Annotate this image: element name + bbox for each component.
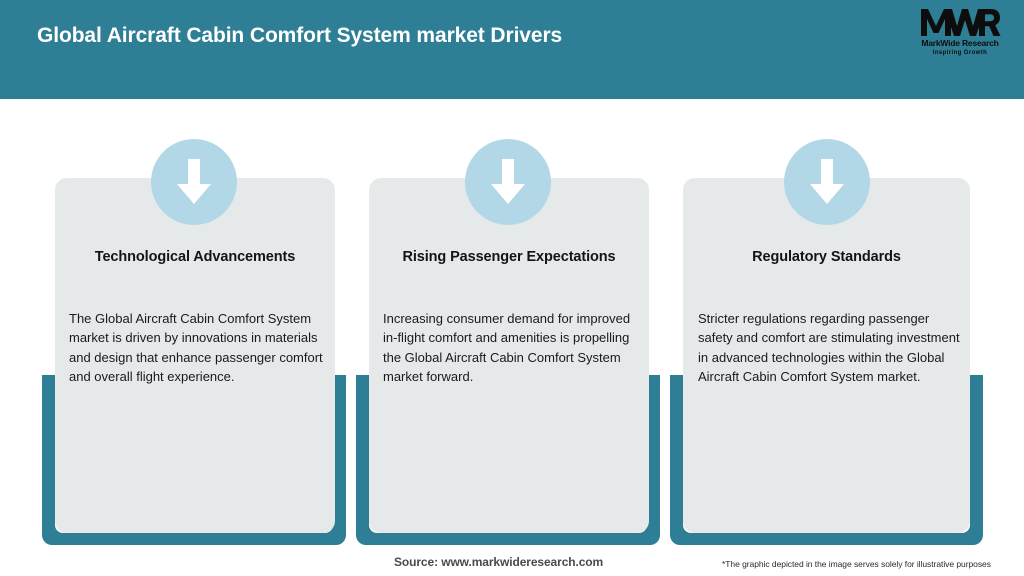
mwr-logo-icon [921,9,1001,36]
down-arrow-icon [151,139,237,225]
disclaimer-note: *The graphic depicted in the image serve… [722,559,991,569]
card-surface: Regulatory Standards Stricter regulation… [683,178,970,533]
brand-logo: MarkWide Research Inspiring Growth [910,6,1010,64]
driver-card-2[interactable]: Rising Passenger Expectations Increasing… [356,99,660,576]
page-title: Global Aircraft Cabin Comfort System mar… [37,24,563,47]
drivers-board: Technological Advancements The Global Ai… [0,99,1024,576]
logo-tagline: Inspiring Growth [932,49,988,56]
card-surface: Technological Advancements The Global Ai… [55,178,335,533]
page-header: Global Aircraft Cabin Comfort System mar… [0,0,1024,99]
driver-card-3[interactable]: Regulatory Standards Stricter regulation… [670,99,983,576]
card-body-text: The Global Aircraft Cabin Comfort System… [69,311,323,385]
source-note: Source: www.markwideresearch.com [394,555,604,569]
card-title: Regulatory Standards [752,249,901,265]
logo-company-name: MarkWide Research [921,38,999,48]
card-title: Rising Passenger Expectations [402,249,616,265]
card-title: Technological Advancements [94,249,296,265]
driver-card-1[interactable]: Technological Advancements The Global Ai… [42,99,346,576]
card-surface: Rising Passenger Expectations Increasing… [369,178,649,533]
down-arrow-icon [465,139,551,225]
card-body-text: Increasing consumer demand for improved … [383,311,631,385]
down-arrow-icon [783,139,870,225]
card-body-text: Stricter regulations regarding passenger… [698,311,960,385]
